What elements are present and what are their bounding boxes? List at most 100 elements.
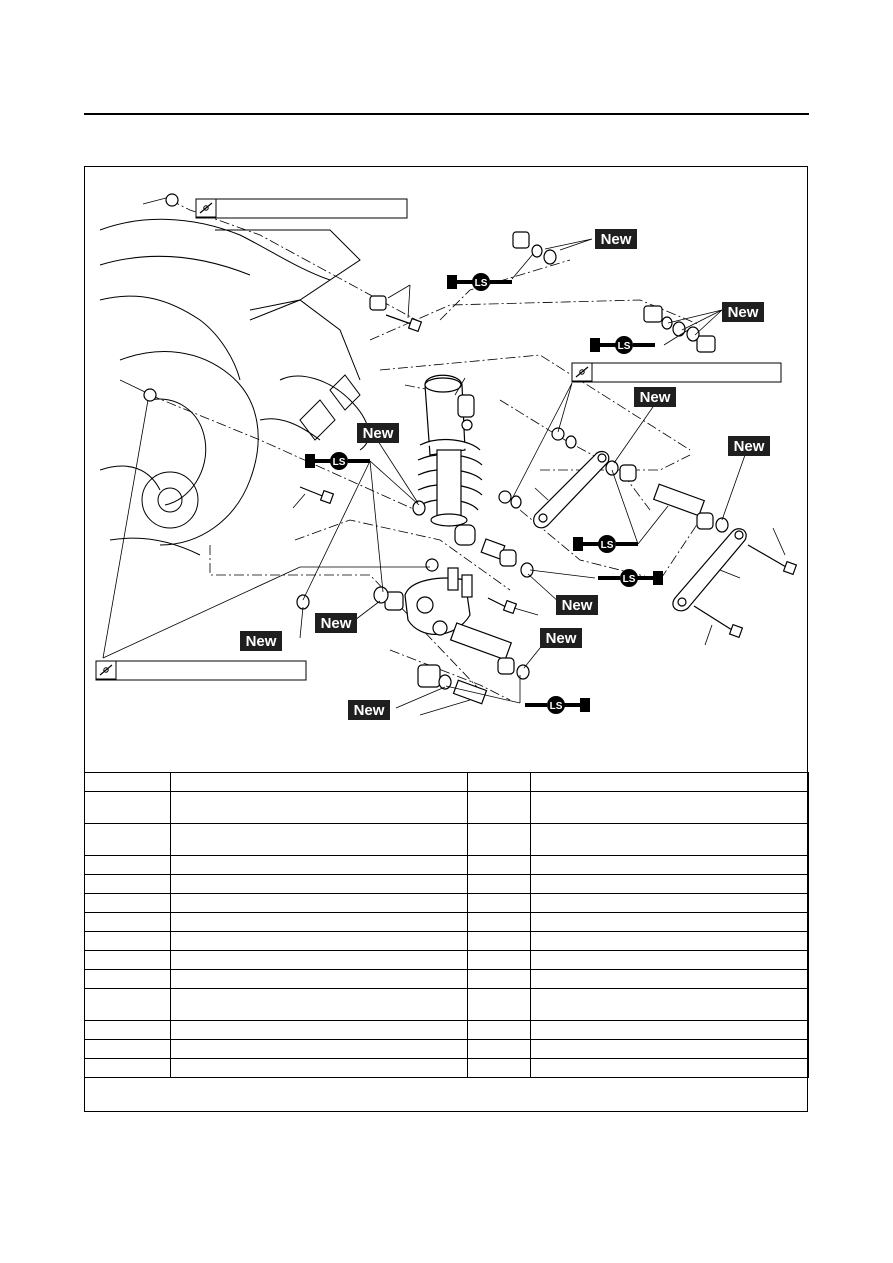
- svg-text:LS: LS: [623, 574, 636, 585]
- table-row: [84, 969, 809, 989]
- table-cell: [170, 912, 468, 932]
- table-cell: [467, 1039, 531, 1059]
- table-cell: [530, 791, 809, 824]
- table-cell: [84, 855, 171, 875]
- svg-text:New: New: [546, 630, 577, 647]
- svg-text:New: New: [734, 438, 765, 455]
- rear-shock-absorber: [417, 374, 483, 546]
- table-cell: [170, 893, 468, 913]
- table-row: [84, 931, 809, 951]
- header-rule: [84, 113, 809, 115]
- table-cell: [467, 772, 531, 792]
- svg-text:New: New: [246, 633, 277, 650]
- table-cell: [170, 874, 468, 894]
- table-cell: [530, 893, 809, 913]
- lithium-soap-grease-icon: LS: [598, 569, 663, 587]
- table-cell: [467, 1020, 531, 1040]
- lube-leader-lines: [302, 253, 689, 704]
- table-cell: [170, 988, 468, 1021]
- table-cell: [467, 893, 531, 913]
- new-tag-2: New: [722, 302, 764, 322]
- svg-text:LS: LS: [601, 540, 614, 551]
- svg-text:New: New: [640, 389, 671, 406]
- table-row: [84, 1039, 809, 1059]
- table-row: [84, 823, 809, 856]
- torque-wrench-icon: [95, 660, 117, 680]
- new-tag-10: New: [348, 700, 390, 720]
- table-cell: [84, 1058, 171, 1078]
- lithium-soap-grease-icon: LS: [305, 452, 370, 470]
- table-cell: [530, 912, 809, 932]
- table-cell: [84, 969, 171, 989]
- table-cell: [530, 988, 809, 1021]
- new-tag-3: New: [634, 387, 676, 407]
- torque-wrench-icon: [571, 362, 593, 382]
- connecting-arm-lower: [672, 528, 747, 612]
- table-cell: [467, 988, 531, 1021]
- table-cell: [467, 874, 531, 894]
- table-cell: [467, 969, 531, 989]
- table-cell: [84, 893, 171, 913]
- table-cell: [530, 855, 809, 875]
- table-cell: [467, 855, 531, 875]
- table-cell: [467, 950, 531, 970]
- table-cell: [467, 823, 531, 856]
- table-cell: [170, 1020, 468, 1040]
- table-row: [84, 874, 809, 894]
- diagram-frame: [84, 166, 808, 1112]
- table-row: [84, 855, 809, 875]
- table-row: [84, 988, 809, 1021]
- svg-text:New: New: [321, 615, 352, 632]
- table-row: [84, 1020, 809, 1040]
- new-tag-1: New: [595, 229, 637, 249]
- table-cell: [84, 1039, 171, 1059]
- table-cell: [84, 931, 171, 951]
- table-row: [84, 893, 809, 913]
- table-cell: [170, 931, 468, 951]
- svg-text:New: New: [354, 702, 385, 719]
- lithium-soap-grease-icon: LS: [590, 336, 655, 354]
- table-cell: [467, 912, 531, 932]
- table-cell: [170, 823, 468, 856]
- table-cell: [84, 912, 171, 932]
- table-cell: [467, 931, 531, 951]
- bolts: [143, 193, 798, 639]
- table-cell: [84, 823, 171, 856]
- oil-seals: [296, 244, 729, 690]
- table-cell: [530, 1020, 809, 1040]
- table-row: [84, 772, 809, 792]
- parts-table: [84, 772, 809, 1078]
- svg-text:New: New: [601, 231, 632, 248]
- table-row: [84, 791, 809, 824]
- table-cell: [84, 1020, 171, 1040]
- svg-text:LS: LS: [618, 341, 631, 352]
- new-tag-8: New: [540, 628, 582, 648]
- table-cell: [530, 931, 809, 951]
- svg-text:New: New: [728, 304, 759, 321]
- table-cell: [530, 1058, 809, 1078]
- table-row: [84, 912, 809, 932]
- table-cell: [530, 950, 809, 970]
- table-cell: [170, 1039, 468, 1059]
- table-cell: [84, 874, 171, 894]
- new-tag-5: New: [728, 436, 770, 456]
- torque-spec-box-top: [195, 198, 408, 219]
- table-cell: [170, 950, 468, 970]
- table-row: [84, 1058, 809, 1078]
- table-cell: [170, 1058, 468, 1078]
- table-cell: [170, 791, 468, 824]
- new-tag-6: New: [556, 595, 598, 615]
- torque-wrench-icon: [195, 198, 217, 218]
- torque-spec-box-bottom: [95, 660, 307, 681]
- table-cell: [530, 823, 809, 856]
- table-row: [84, 950, 809, 970]
- lithium-soap-grease-icon: LS: [525, 696, 590, 714]
- table-cell: [170, 772, 468, 792]
- relay-arm: [404, 567, 473, 636]
- lithium-soap-grease-icon: LS: [573, 535, 638, 553]
- collars: [369, 231, 716, 705]
- new-tag-9: New: [240, 631, 282, 651]
- table-cell: [467, 791, 531, 824]
- connecting-arm-upper: [533, 450, 610, 529]
